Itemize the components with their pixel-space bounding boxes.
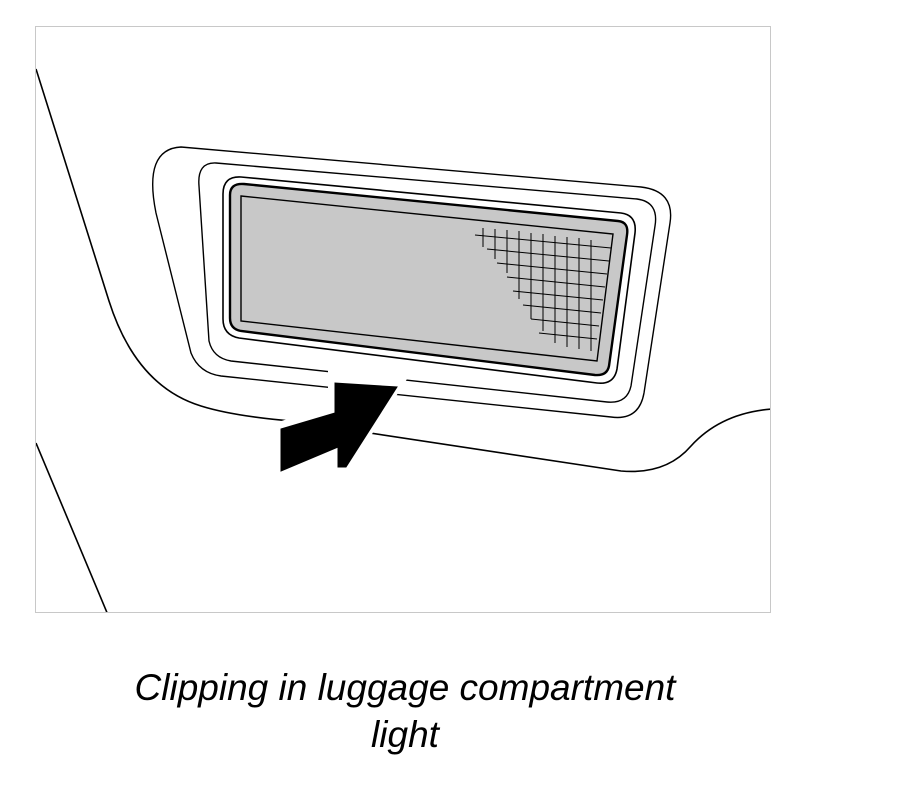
push-arrow-icon (280, 382, 398, 472)
caption-line-1: Clipping in luggage compartment (134, 667, 676, 708)
clipping-illustration (36, 68, 770, 612)
panel-edge-lower (36, 442, 108, 612)
lens-inner-frame (240, 195, 614, 362)
illustration-frame (35, 26, 771, 613)
lamp-lens (228, 182, 629, 377)
caption-line-2: light (371, 714, 439, 755)
figure-caption: Clipping in luggage compartment light (0, 664, 810, 758)
lens-grid (474, 228, 612, 351)
panel-edge-upper (36, 68, 770, 473)
